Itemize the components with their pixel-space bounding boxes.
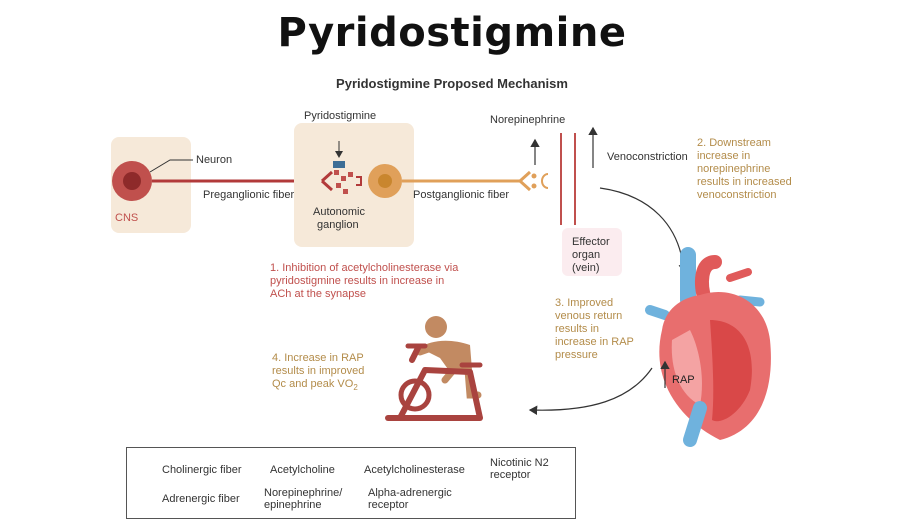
legend-alpha-receptor-label-line1: Alpha-adrenergic (368, 487, 452, 499)
rap-label: RAP (672, 374, 695, 386)
legend-norepinephrine-label-line1: Norepinephrine/ (264, 487, 343, 499)
alpha-receptor (541, 173, 549, 189)
legend-adrenergic-label: Adrenergic fiber (162, 493, 240, 505)
venoconstriction-label: Venoconstriction (607, 151, 688, 163)
cholinergic-terminal (320, 170, 334, 192)
postganglionic-fiber-label: Postganglionic fiber (413, 189, 510, 201)
legend-cholinergic-label: Cholinergic fiber (162, 464, 242, 476)
legend-alpha-receptor-label-line2: receptor (368, 499, 409, 511)
step-4-note: 4. Increase in RAP results in improved Q… (272, 352, 365, 393)
legend-nicotinic-label-line1: Nicotinic N2 (490, 457, 549, 469)
step-2-note: 2. Downstream increase in norepinephrine… (697, 137, 792, 201)
neuron-label: Neuron (196, 154, 233, 166)
preganglionic-fiber-label: Preganglionic fiber (203, 189, 295, 201)
page-title: Pyridostigmine (277, 10, 627, 56)
acetylcholinesterase-enzyme (333, 161, 345, 168)
legend-acetylcholine-label: Acetylcholine (270, 464, 335, 476)
effector-label-line3: (vein) (572, 262, 600, 274)
legend-acetylcholinesterase-label: Acetylcholinesterase (364, 464, 465, 476)
acetylcholine-molecules (334, 170, 353, 194)
diagram-subtitle: Pyridostigmine Proposed Mechanism (336, 76, 568, 91)
legend-norepinephrine-label-line2: epinephrine (264, 499, 322, 511)
effector-panel (562, 228, 622, 276)
cyclist-icon (385, 316, 483, 421)
ganglion-label-line2: ganglion (317, 219, 359, 231)
legend-box (126, 447, 576, 519)
effector-label-line2: organ (572, 249, 601, 261)
heart-illustration (645, 247, 771, 447)
norepinephrine-molecules (531, 173, 537, 189)
pyridostigmine-label: Pyridostigmine (304, 110, 377, 122)
step-3-note: 3. Improved venous return results in inc… (555, 297, 634, 361)
ganglion-label-line1: Autonomic (313, 206, 365, 218)
norepinephrine-label: Norepinephrine (490, 114, 566, 126)
arrow-to-bike (528, 367, 653, 416)
cns-label: CNS (115, 212, 139, 224)
nicotinic-receptor (356, 176, 362, 186)
step-1-note: 1. Inhibition of acetylcholinesterase vi… (270, 262, 459, 300)
ganglion-panel (294, 123, 414, 247)
effector-label-line1: Effector (572, 236, 610, 248)
legend-nicotinic-label-line2: receptor (490, 469, 531, 481)
